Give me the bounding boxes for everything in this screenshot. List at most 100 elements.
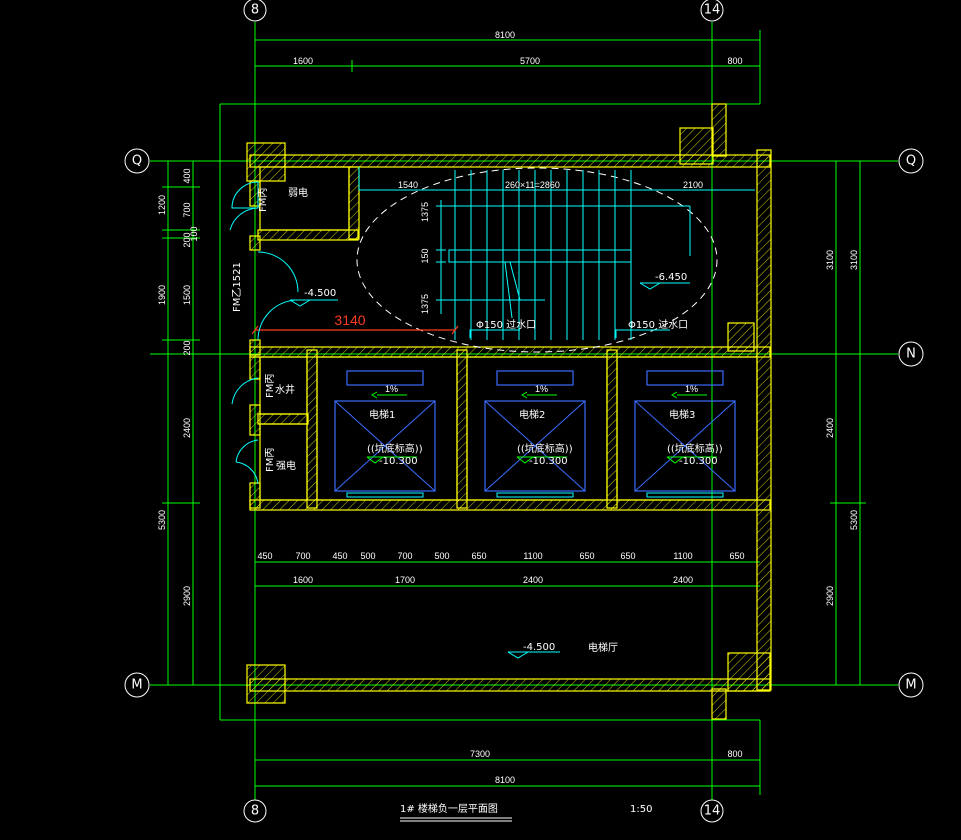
elevator-1: 1%电梯1((坑底标高))-10.300: [334, 370, 436, 498]
drain-label-right: Φ150 过水口: [628, 318, 688, 331]
axis-bubble-row-q-left: Q: [124, 148, 150, 174]
elevator-name: 电梯1: [369, 408, 395, 421]
dim-left-outer-mid: 1900: [157, 285, 167, 305]
door-label-4: FM丙: [265, 448, 276, 472]
level-marker-pit: [516, 456, 534, 464]
dim-row1-value: 650: [729, 551, 744, 561]
elevator-shaft-3: [616, 356, 758, 501]
dim-right-3: 2400: [825, 418, 835, 438]
dim-left-inner-8: 2900: [182, 586, 192, 606]
dim-left-outer-bottom: 5300: [157, 510, 167, 530]
elevator-name: 电梯2: [519, 408, 545, 421]
elevator-pit-level: -10.300: [379, 456, 418, 467]
red-dim-value: 3140: [334, 312, 365, 328]
elevator-pit-note: ((坑底标高)): [517, 442, 573, 455]
elevator-car-diagonal: [334, 400, 436, 492]
dim-left-outer-top: 1200: [157, 195, 167, 215]
svg-text:N: N: [906, 347, 916, 362]
dim-row1-value: 1100: [673, 551, 692, 561]
svg-text:8: 8: [251, 804, 259, 819]
axis-bubble-col-left-top: 8: [243, 0, 267, 22]
room-label-water-shaft: 水井: [275, 383, 295, 396]
stair-dim-v1: 1375: [420, 202, 430, 222]
door-label-2: FM乙1521: [231, 262, 243, 312]
elevator-2: 1% 电梯2 ((坑底标高))-10.300: [484, 370, 586, 498]
elevator-car: [634, 400, 736, 492]
elevator-shaft-1: [316, 356, 458, 501]
elevator-counterweight: [646, 370, 724, 386]
axis-bubble-row-m-right: M: [898, 672, 924, 698]
elevator-car-diagonal: [634, 400, 736, 492]
dim-left-inner-6: 200: [182, 340, 192, 355]
corridor-level: -4.500: [304, 288, 336, 299]
dim-right-1: 3100: [825, 250, 835, 270]
room-strong-electric: [259, 423, 308, 501]
elevator-door: [496, 492, 574, 498]
stair: [356, 167, 755, 353]
axis-bubble-col-right-top: 14: [700, 0, 724, 22]
stair-dim-right: 2100: [683, 180, 703, 190]
elevator-car: [484, 400, 586, 492]
dim-row1-value: 500: [434, 551, 449, 561]
svg-text:14: 14: [704, 3, 721, 18]
axis-bubble-col-left-bottom: 8: [243, 799, 267, 823]
room-label-hall: 电梯厅: [588, 641, 618, 654]
dim-right-4: 2900: [825, 586, 835, 606]
stair-dim-mid: 260×11=2860: [505, 180, 560, 190]
elevator-pit-level: -10.300: [529, 456, 568, 467]
svg-text:Q: Q: [906, 154, 916, 169]
elevator-counterweight: [496, 370, 574, 386]
door-label-1: FM丙: [258, 188, 269, 212]
walls: [246, 103, 772, 720]
dim-row1-value: 650: [620, 551, 635, 561]
dimension-lines: [162, 30, 866, 795]
elevator-door: [646, 492, 724, 498]
elevator-pit-note: ((坑底标高)): [667, 442, 723, 455]
slope-arrow-head: [521, 391, 528, 399]
dim-row1-value: 650: [579, 551, 594, 561]
elevator-pit-level: -10.300: [679, 456, 718, 467]
axis-bubble-row-q-right: Q: [898, 148, 924, 174]
dim-top-seg1: 1600: [293, 56, 313, 66]
dim-top-overall: 8100: [495, 30, 515, 40]
dim-top-seg3: 800: [727, 56, 742, 66]
dim-left-inner-2: 700: [182, 202, 192, 217]
stair-dim-v3: 1375: [420, 294, 430, 314]
room-label-weak-electric: 弱电: [288, 186, 308, 199]
dim-left-inner-5: 1500: [182, 285, 192, 305]
level-marker-corridor: [289, 299, 311, 307]
dim-left-inner-3: 200: [182, 232, 192, 247]
door-label-3: FM丙: [265, 374, 276, 398]
dim-row1-value: 700: [397, 551, 412, 561]
slope-arrow-head: [371, 391, 378, 399]
svg-text:8: 8: [251, 3, 259, 18]
dim-row2-value: 2400: [673, 575, 693, 585]
stair-dim-v2: 150: [420, 248, 430, 263]
dim-left-inner-7: 2400: [182, 418, 192, 438]
dim-row1-value: 700: [295, 551, 310, 561]
dim-bottom-seg2: 800: [727, 749, 742, 759]
elevator-pit-note: ((坑底标高)): [367, 442, 423, 455]
elevator-car: [334, 400, 436, 492]
dim-row1-value: 500: [360, 551, 375, 561]
drain-leader-right: [615, 329, 670, 338]
axis-bubble-row-n-right: N: [898, 341, 924, 367]
room-water-shaft: [259, 356, 308, 415]
svg-text:Q: Q: [132, 154, 142, 169]
dim-row1-value: 650: [471, 551, 486, 561]
svg-text:M: M: [131, 678, 142, 693]
elevator-counterweight: [346, 370, 424, 386]
elevator-3: 1%电梯3((坑底标高))-10.300: [634, 370, 736, 498]
level-marker-pit: [366, 456, 384, 464]
dim-row2-value: 2400: [523, 575, 543, 585]
dim-right-5: 5300: [849, 510, 859, 530]
elevator-shaft-2: [466, 356, 608, 501]
elevator-group: 1%电梯1((坑底标高))-10.3001%电梯2((坑底标高))-10.300…: [334, 370, 736, 498]
axis-bubble-col-right-bottom: 14: [700, 799, 724, 823]
dim-left-inner-4: 100: [189, 226, 199, 241]
elevator-door: [346, 492, 424, 498]
elevator-slope: 1%: [535, 384, 548, 394]
